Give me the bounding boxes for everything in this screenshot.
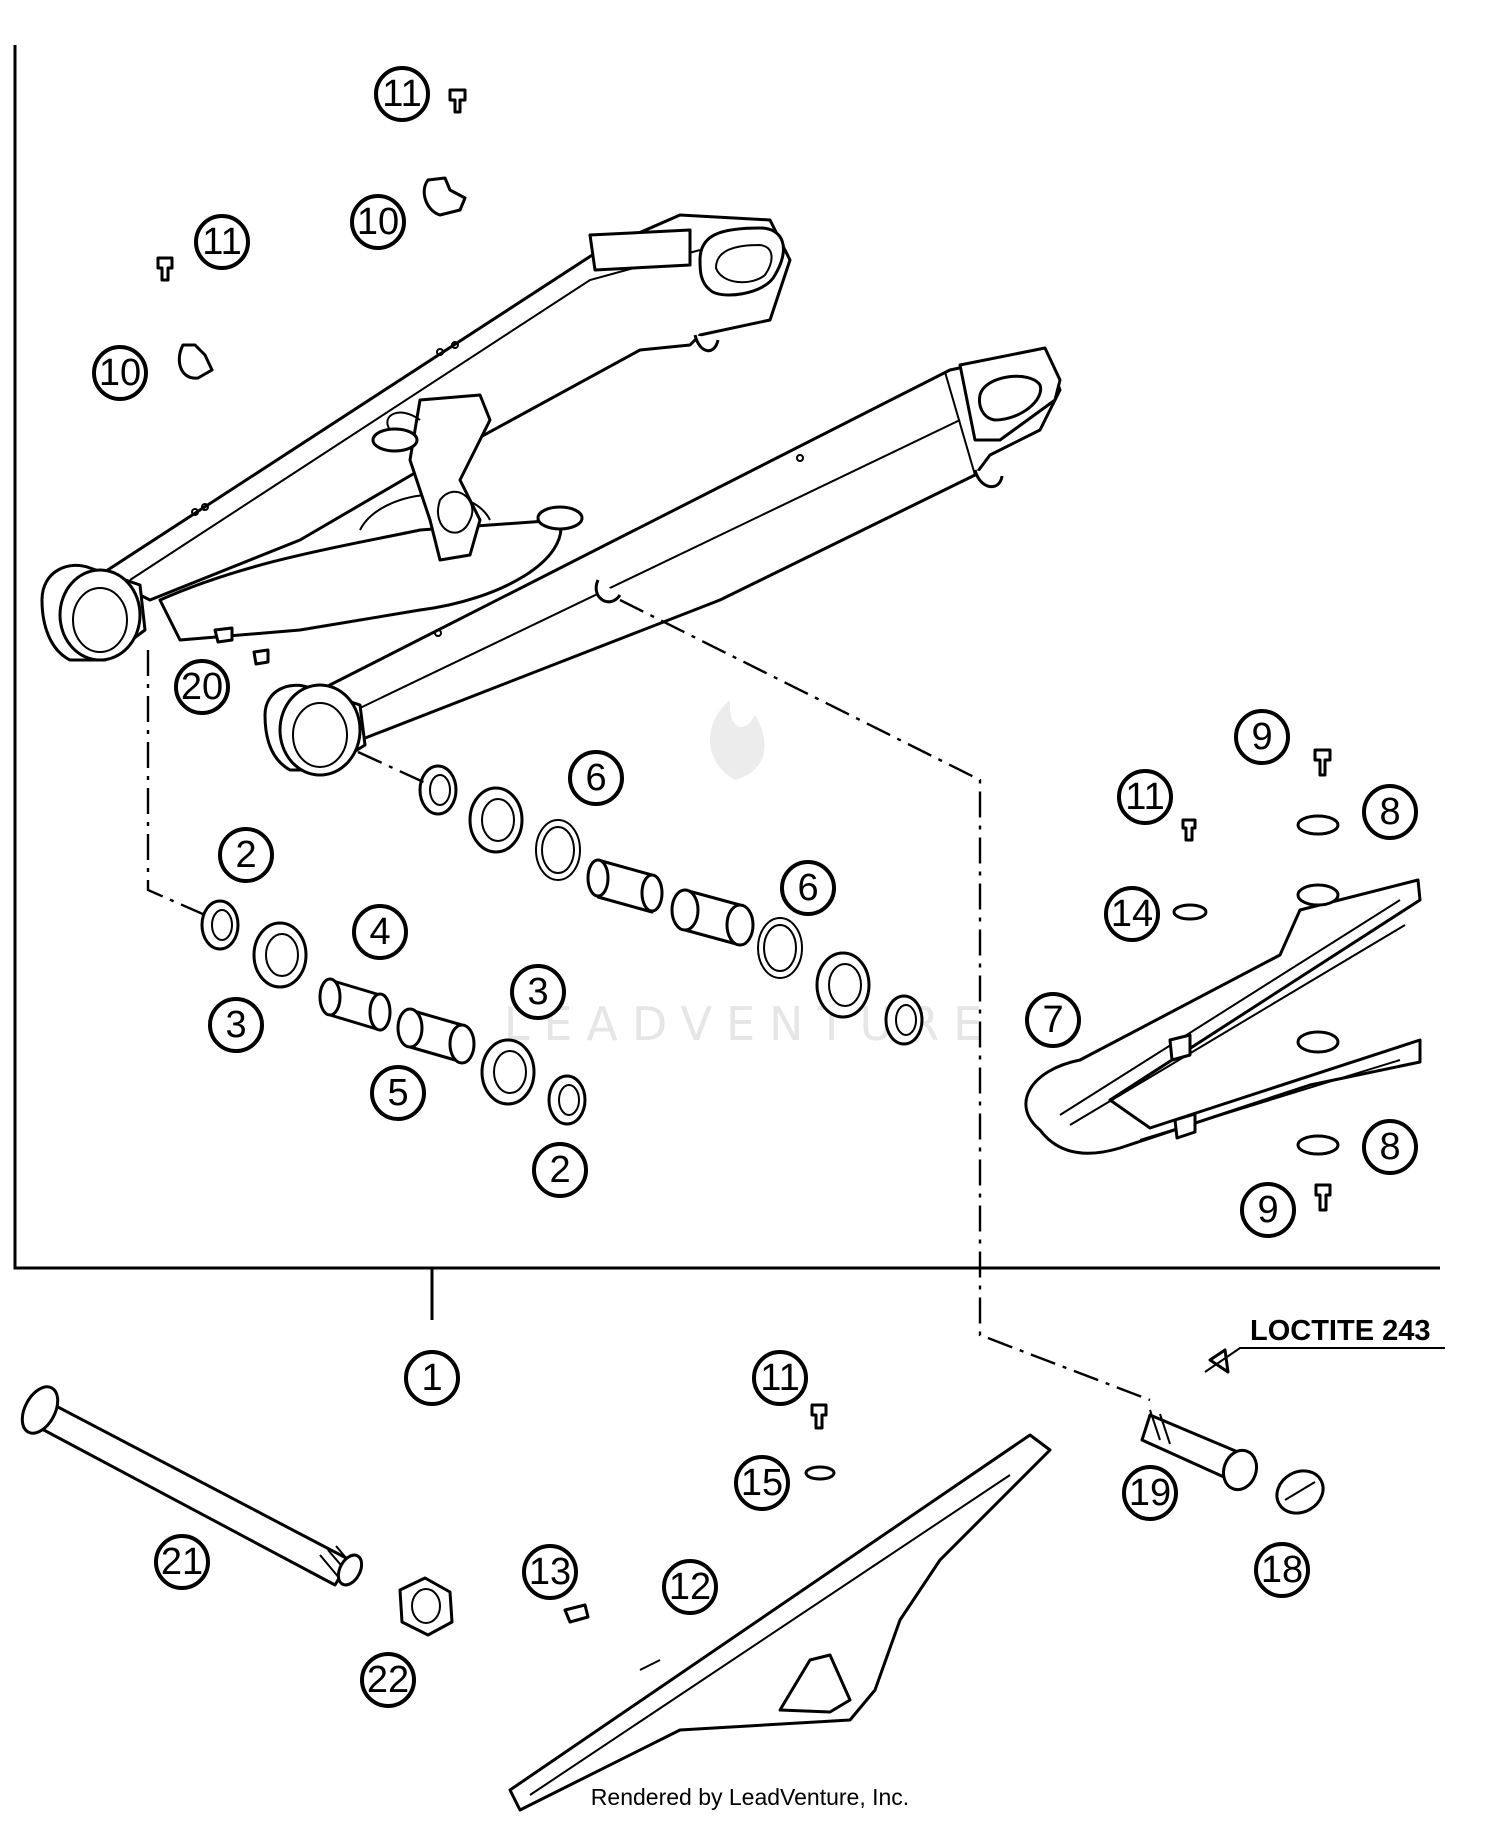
callout-9: 9 [1234, 709, 1290, 765]
svg-text:11: 11 [202, 221, 241, 263]
svg-text:9: 9 [1257, 1189, 1278, 1231]
svg-text:6: 6 [585, 757, 606, 799]
hardware-screws [156, 88, 1340, 1624]
svg-text:8: 8 [1379, 791, 1400, 833]
callout-11: 11 [194, 214, 250, 270]
swingarm [40, 213, 1062, 777]
callout-19: 19 [1122, 1465, 1178, 1521]
callout-10: 10 [350, 194, 406, 250]
svg-text:10: 10 [99, 352, 141, 394]
callout-2: 2 [218, 827, 274, 883]
leader-lines [146, 598, 1151, 1402]
svg-text:3: 3 [527, 971, 548, 1013]
slider-cap [1275, 1469, 1325, 1515]
svg-text:2: 2 [549, 1149, 570, 1191]
svg-text:13: 13 [529, 1551, 571, 1593]
svg-text:14: 14 [1111, 893, 1153, 935]
render-credit: Rendered by LeadVenture, Inc. [591, 1784, 909, 1810]
callout-5: 5 [370, 1065, 426, 1121]
callout-6: 6 [780, 860, 836, 916]
pivot-bearing-set-right [418, 764, 924, 1046]
pivot-axle [20, 1385, 364, 1587]
callout-7: 7 [1025, 992, 1081, 1048]
callout-3: 3 [510, 964, 566, 1020]
callouts: 11 10 11 10 20 6 2 4 6 3 3 5 2 9 11 8 14… [92, 66, 1418, 1708]
svg-text:9: 9 [1251, 716, 1272, 758]
svg-text:11: 11 [760, 1357, 799, 1399]
callout-3: 3 [208, 997, 264, 1053]
svg-text:12: 12 [669, 1566, 711, 1608]
callout-22: 22 [360, 1652, 416, 1708]
svg-text:19: 19 [1129, 1472, 1171, 1514]
slider-screw [1140, 1409, 1259, 1492]
callout-13: 13 [522, 1544, 578, 1600]
callout-11: 11 [374, 66, 430, 122]
callout-11: 11 [1117, 769, 1173, 825]
svg-text:21: 21 [161, 1541, 203, 1583]
callout-10: 10 [92, 345, 148, 401]
svg-text:11: 11 [382, 73, 421, 115]
svg-text:10: 10 [357, 201, 399, 243]
assembly-bracket [13, 45, 1440, 1320]
callout-6: 6 [568, 750, 624, 806]
callout-21: 21 [154, 1534, 210, 1590]
svg-text:6: 6 [797, 867, 818, 909]
svg-text:4: 4 [369, 911, 390, 953]
chain-slider [1024, 878, 1422, 1155]
svg-text:5: 5 [387, 1072, 408, 1114]
callout-18: 18 [1254, 1542, 1310, 1598]
callout-20: 20 [174, 659, 230, 715]
svg-text:3: 3 [225, 1004, 246, 1046]
callout-14: 14 [1104, 886, 1160, 942]
threadlock-label: LOCTITE 243 [1250, 1315, 1431, 1347]
callout-11: 11 [752, 1350, 808, 1406]
chain-guard [508, 1433, 1052, 1812]
svg-text:2: 2 [235, 834, 256, 876]
callout-12: 12 [662, 1559, 718, 1615]
svg-text:1: 1 [421, 1357, 442, 1399]
callout-1: 1 [404, 1350, 460, 1406]
svg-text:11: 11 [1125, 776, 1164, 818]
svg-text:22: 22 [367, 1659, 409, 1701]
svg-text:18: 18 [1261, 1549, 1303, 1591]
watermark: LEADVENTURE [504, 700, 982, 1051]
svg-text:7: 7 [1042, 999, 1063, 1041]
svg-text:8: 8 [1379, 1126, 1400, 1168]
callout-8: 8 [1362, 784, 1418, 840]
callout-4: 4 [352, 904, 408, 960]
callout-9: 9 [1240, 1182, 1296, 1238]
svg-text:20: 20 [181, 666, 223, 708]
callout-15: 15 [734, 1455, 790, 1511]
callout-2: 2 [532, 1142, 588, 1198]
pivot-bearing-set-left [200, 899, 587, 1126]
callout-8: 8 [1362, 1119, 1418, 1175]
svg-text:15: 15 [741, 1462, 783, 1504]
threadlock-note: LOCTITE 243 [1204, 1315, 1445, 1373]
axle-nut [398, 1576, 454, 1637]
